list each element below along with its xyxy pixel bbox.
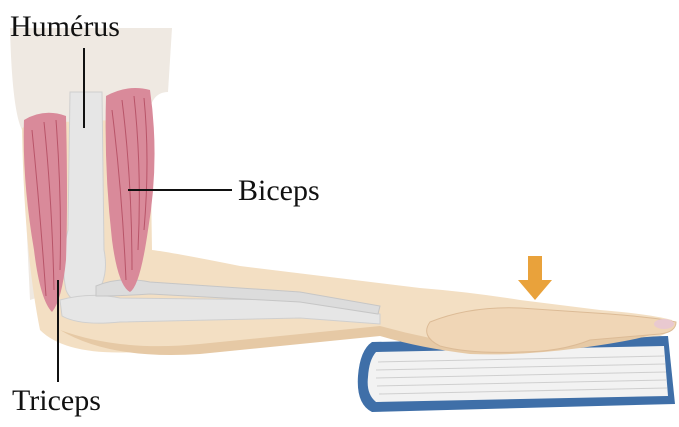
triceps-label: Triceps bbox=[12, 386, 101, 416]
humerus-label: Humérus bbox=[10, 12, 120, 42]
biceps-label: Biceps bbox=[238, 176, 320, 206]
fingernail bbox=[654, 319, 674, 329]
down-arrow-icon bbox=[518, 256, 552, 300]
